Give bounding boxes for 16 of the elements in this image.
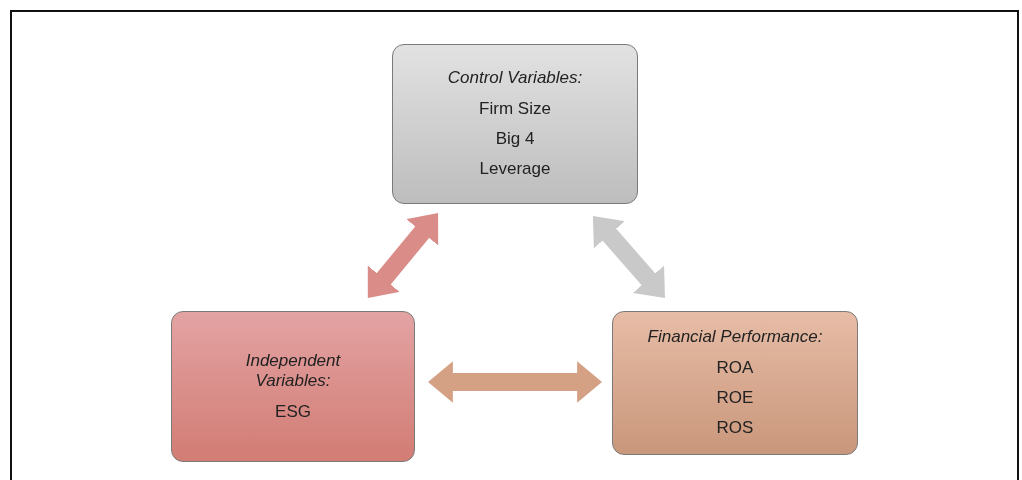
variable-name: ESG — [275, 401, 311, 423]
double-arrow — [367, 212, 439, 299]
variable-box — [392, 44, 638, 204]
double-arrow — [592, 215, 665, 299]
variable-name: ROE — [716, 388, 754, 409]
variable-name: Leverage — [479, 159, 551, 180]
variable-box — [171, 311, 415, 462]
variable-box — [612, 311, 858, 455]
double-arrow — [427, 364, 603, 400]
box-heading: Control Variables: — [447, 68, 583, 89]
box-heading: Independent Variables: — [244, 350, 342, 392]
box-heading: Financial Performance: — [647, 327, 823, 348]
variable-name: Firm Size — [479, 98, 551, 119]
variable-name: ROS — [716, 418, 754, 439]
variable-name: Big 4 — [495, 129, 535, 150]
variable-name: ROA — [716, 357, 754, 378]
